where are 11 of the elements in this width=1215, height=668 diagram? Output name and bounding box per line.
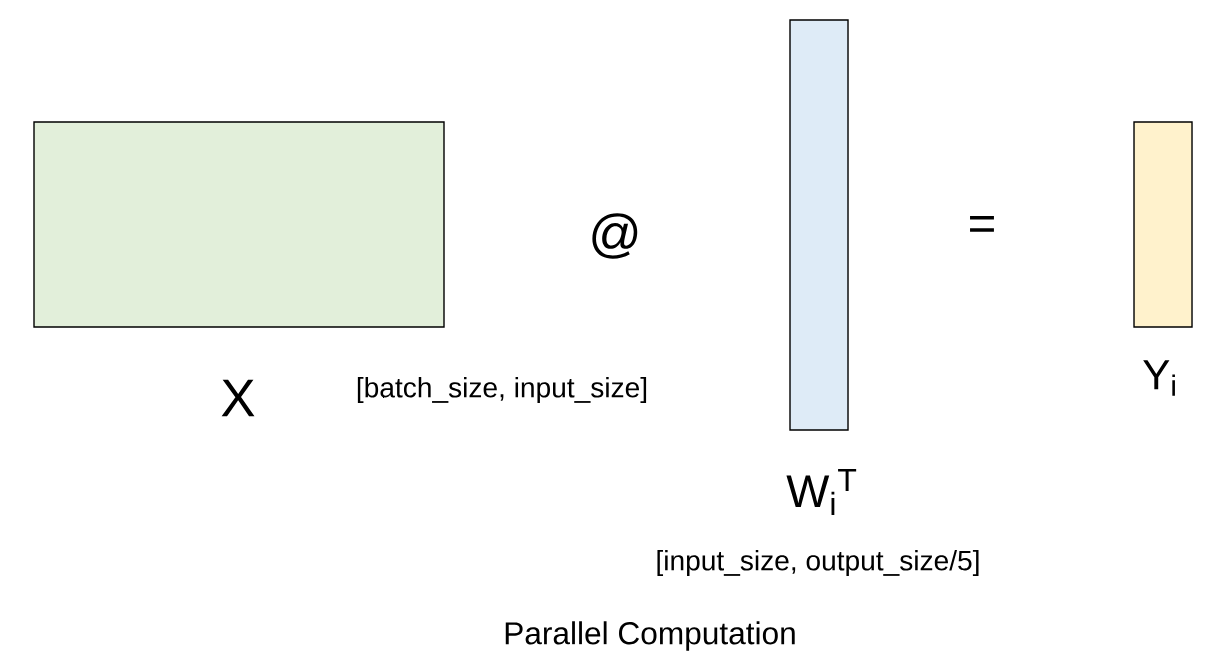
- dimension-label: [batch_size, input_size]: [357, 376, 647, 404]
- dimension-label: [input_size, output_size/5]: [657, 549, 979, 577]
- matrix-box: [789, 19, 849, 431]
- matrix-label: Y$_{i}$: [1143, 360, 1175, 396]
- matrix-label: X: [221, 379, 255, 417]
- operator-symbol: @: [592, 213, 638, 259]
- operator-symbol: =: [970, 215, 994, 232]
- caption: Parallel Computation: [505, 621, 795, 651]
- matrix-box: [33, 121, 445, 328]
- matrix-label: W$_{i}$T: [786, 469, 857, 515]
- matrix-box: [1133, 121, 1193, 328]
